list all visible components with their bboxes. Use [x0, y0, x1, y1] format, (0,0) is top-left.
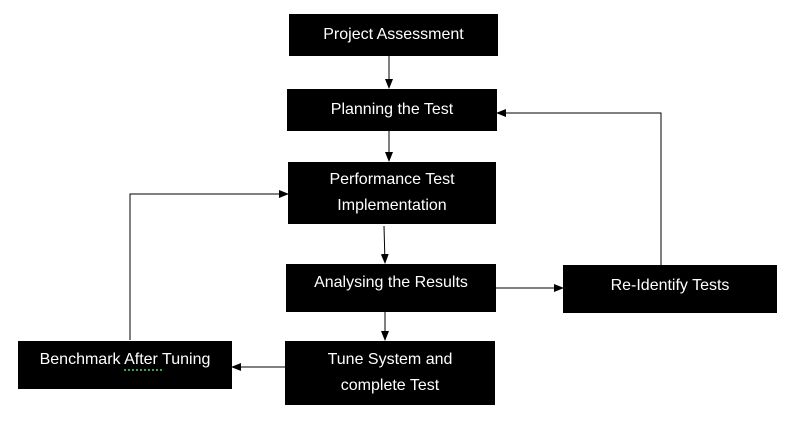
- node-label: Benchmark After Tuning: [39, 351, 211, 368]
- node-performance-test-implementation: Performance Test Implementation: [288, 162, 496, 224]
- arrow-implementation-to-analysing: [380, 225, 389, 264]
- arrow-benchmark-to-implementation: [129, 190, 289, 340]
- node-label: Planning the Test: [330, 101, 454, 118]
- node-label: Analysing the Results: [314, 274, 468, 291]
- node-re-identify-tests: Re-Identify Tests: [563, 265, 777, 313]
- node-label: Project Assessment: [323, 26, 464, 43]
- node-label: Tune System and complete Test: [327, 351, 453, 394]
- node-project-assessment: Project Assessment: [289, 14, 498, 56]
- node-benchmark-after-tuning: Benchmark After Tuning: [18, 341, 232, 389]
- node-tune-system-and-complete-test: Tune System and complete Test: [285, 341, 495, 405]
- node-analysing-the-results: Analysing the Results: [286, 264, 496, 312]
- spellcheck-underline: [124, 369, 162, 371]
- arrow-reidentify-to-planning: [496, 109, 662, 265]
- node-label: Performance Test Implementation: [329, 171, 455, 214]
- node-planning-the-test: Planning the Test: [287, 89, 497, 131]
- node-label: Re-Identify Tests: [610, 277, 730, 294]
